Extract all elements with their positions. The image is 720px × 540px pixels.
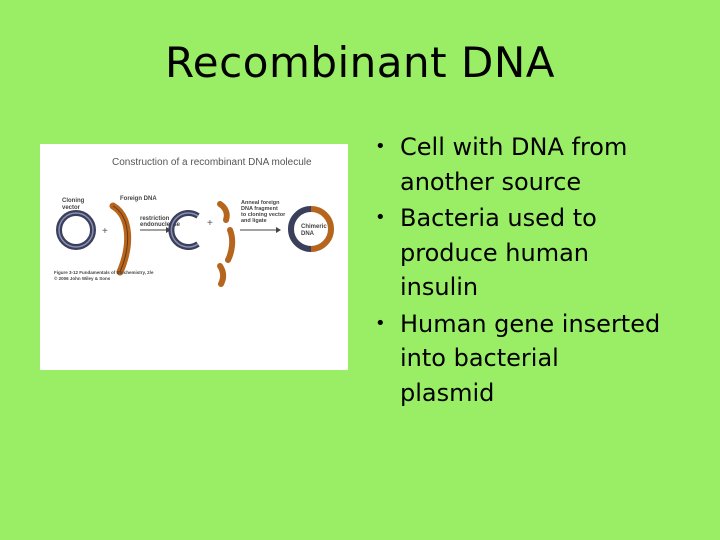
bullet-list: • Cell with DNA from another source • Ba… <box>375 130 695 412</box>
cloning-vector-label-2: vector <box>62 205 81 211</box>
bullet-item: • Cell with DNA from another source <box>375 130 695 199</box>
restriction-label-1: restriction <box>140 216 170 222</box>
bullet-line: Bacteria used to <box>400 204 597 232</box>
chimeric-ring-vector <box>288 206 312 252</box>
foreign-fragment-top <box>217 201 230 223</box>
bullet-marker: • <box>375 207 386 228</box>
slide-title: Recombinant DNA <box>165 38 555 87</box>
figure-heading: Construction of a recombinant DNA molecu… <box>112 157 312 168</box>
cut-plasmid-ring-highlight <box>170 212 199 248</box>
plus-sign-2: + <box>207 218 213 229</box>
bullet-marker: • <box>375 312 386 334</box>
bullet-line: another source <box>400 167 582 196</box>
figure-caption-1: Figure 3-12 Fundamentals of Biochemistry… <box>54 270 154 275</box>
foreign-fragment-middle <box>225 227 236 263</box>
bullet-line: into bacterial <box>400 344 559 372</box>
bullet-line: Cell with DNA from <box>400 133 628 161</box>
figure-caption-2: © 2006 John Wiley & Sons <box>54 275 111 281</box>
bullet-item: • Bacteria used to produce human insulin <box>375 201 695 305</box>
anneal-label-4: and ligate <box>241 218 267 224</box>
foreign-dna-label: Foreign DNA <box>120 196 157 202</box>
bullet-line: insulin <box>400 273 479 301</box>
bullet-line: produce human <box>400 238 590 267</box>
foreign-dna-strand <box>109 202 132 276</box>
bullet-line: Human gene inserted <box>400 309 661 338</box>
cloning-vector-label-1: Cloning <box>62 198 85 204</box>
anneal-arrowhead <box>276 227 281 233</box>
bullet-item: • Human gene inserted into bacterial pla… <box>375 307 695 411</box>
chimeric-ring-insert <box>310 206 334 252</box>
anneal-label-3: to cloning vector <box>241 212 286 218</box>
foreign-dna-strand-edge <box>112 205 129 273</box>
chimeric-label-1: Chimeric <box>301 224 327 230</box>
figure-svg: Construction of a recombinant DNA molecu… <box>54 157 334 287</box>
cloning-vector-ring-highlight <box>58 212 94 248</box>
recombinant-dna-figure: Construction of a recombinant DNA molecu… <box>40 144 348 370</box>
bullet-marker: • <box>375 136 386 157</box>
anneal-label-2: DNA fragment <box>241 206 278 212</box>
chimeric-label-2: DNA <box>301 231 315 237</box>
restriction-label-2: endonuclease <box>140 222 181 228</box>
anneal-label-1: Anneal foreign <box>241 200 280 206</box>
foreign-fragment-bottom <box>217 263 227 287</box>
bullet-line: plasmid <box>400 378 495 407</box>
plus-sign: + <box>102 226 108 237</box>
